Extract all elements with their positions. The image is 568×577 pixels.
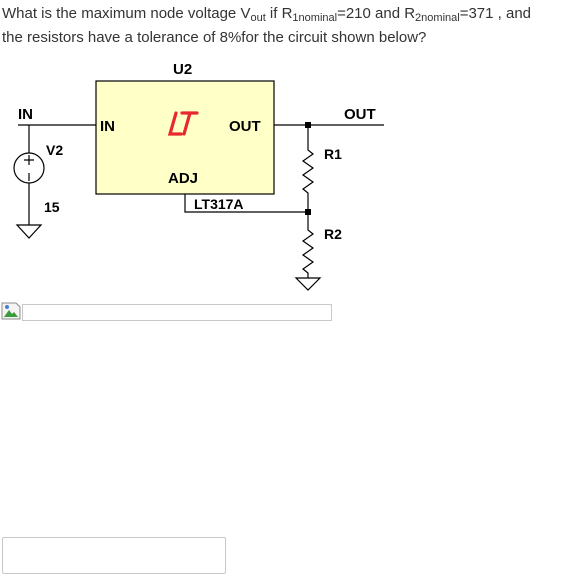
adj-wire xyxy=(184,194,308,213)
v2-label: V2 xyxy=(46,142,63,158)
v2-ground-icon xyxy=(15,224,43,239)
out-node-dot xyxy=(305,122,311,128)
pin-adj-label: ADJ xyxy=(168,170,198,187)
in-net-label: IN xyxy=(18,106,33,123)
v2-value: 15 xyxy=(44,199,60,215)
pin-in-label: IN xyxy=(100,118,115,135)
u2-label: U2 xyxy=(173,61,192,78)
pin-out-label: OUT xyxy=(229,118,261,135)
r2-label: R2 xyxy=(324,226,342,242)
r1-label: R1 xyxy=(324,146,342,162)
image-placeholder-bar xyxy=(22,304,332,321)
regulator-body xyxy=(95,80,275,195)
lt-logo-icon xyxy=(167,111,199,136)
question-text: What is the maximum node voltage Vout if… xyxy=(2,5,532,46)
r2-resistor xyxy=(301,212,315,278)
r2-ground-icon xyxy=(294,277,322,291)
circuit-diagram: U2 IN OUT ADJ LT317A IN OUT V2 15 R1 R2 xyxy=(13,61,384,291)
v2-plus-icon xyxy=(24,155,34,165)
part-number: LT317A xyxy=(194,196,244,212)
broken-image-icon xyxy=(1,302,21,320)
answer-input[interactable] xyxy=(2,537,226,574)
out-net-label: OUT xyxy=(344,106,376,123)
r1-resistor xyxy=(301,128,315,212)
